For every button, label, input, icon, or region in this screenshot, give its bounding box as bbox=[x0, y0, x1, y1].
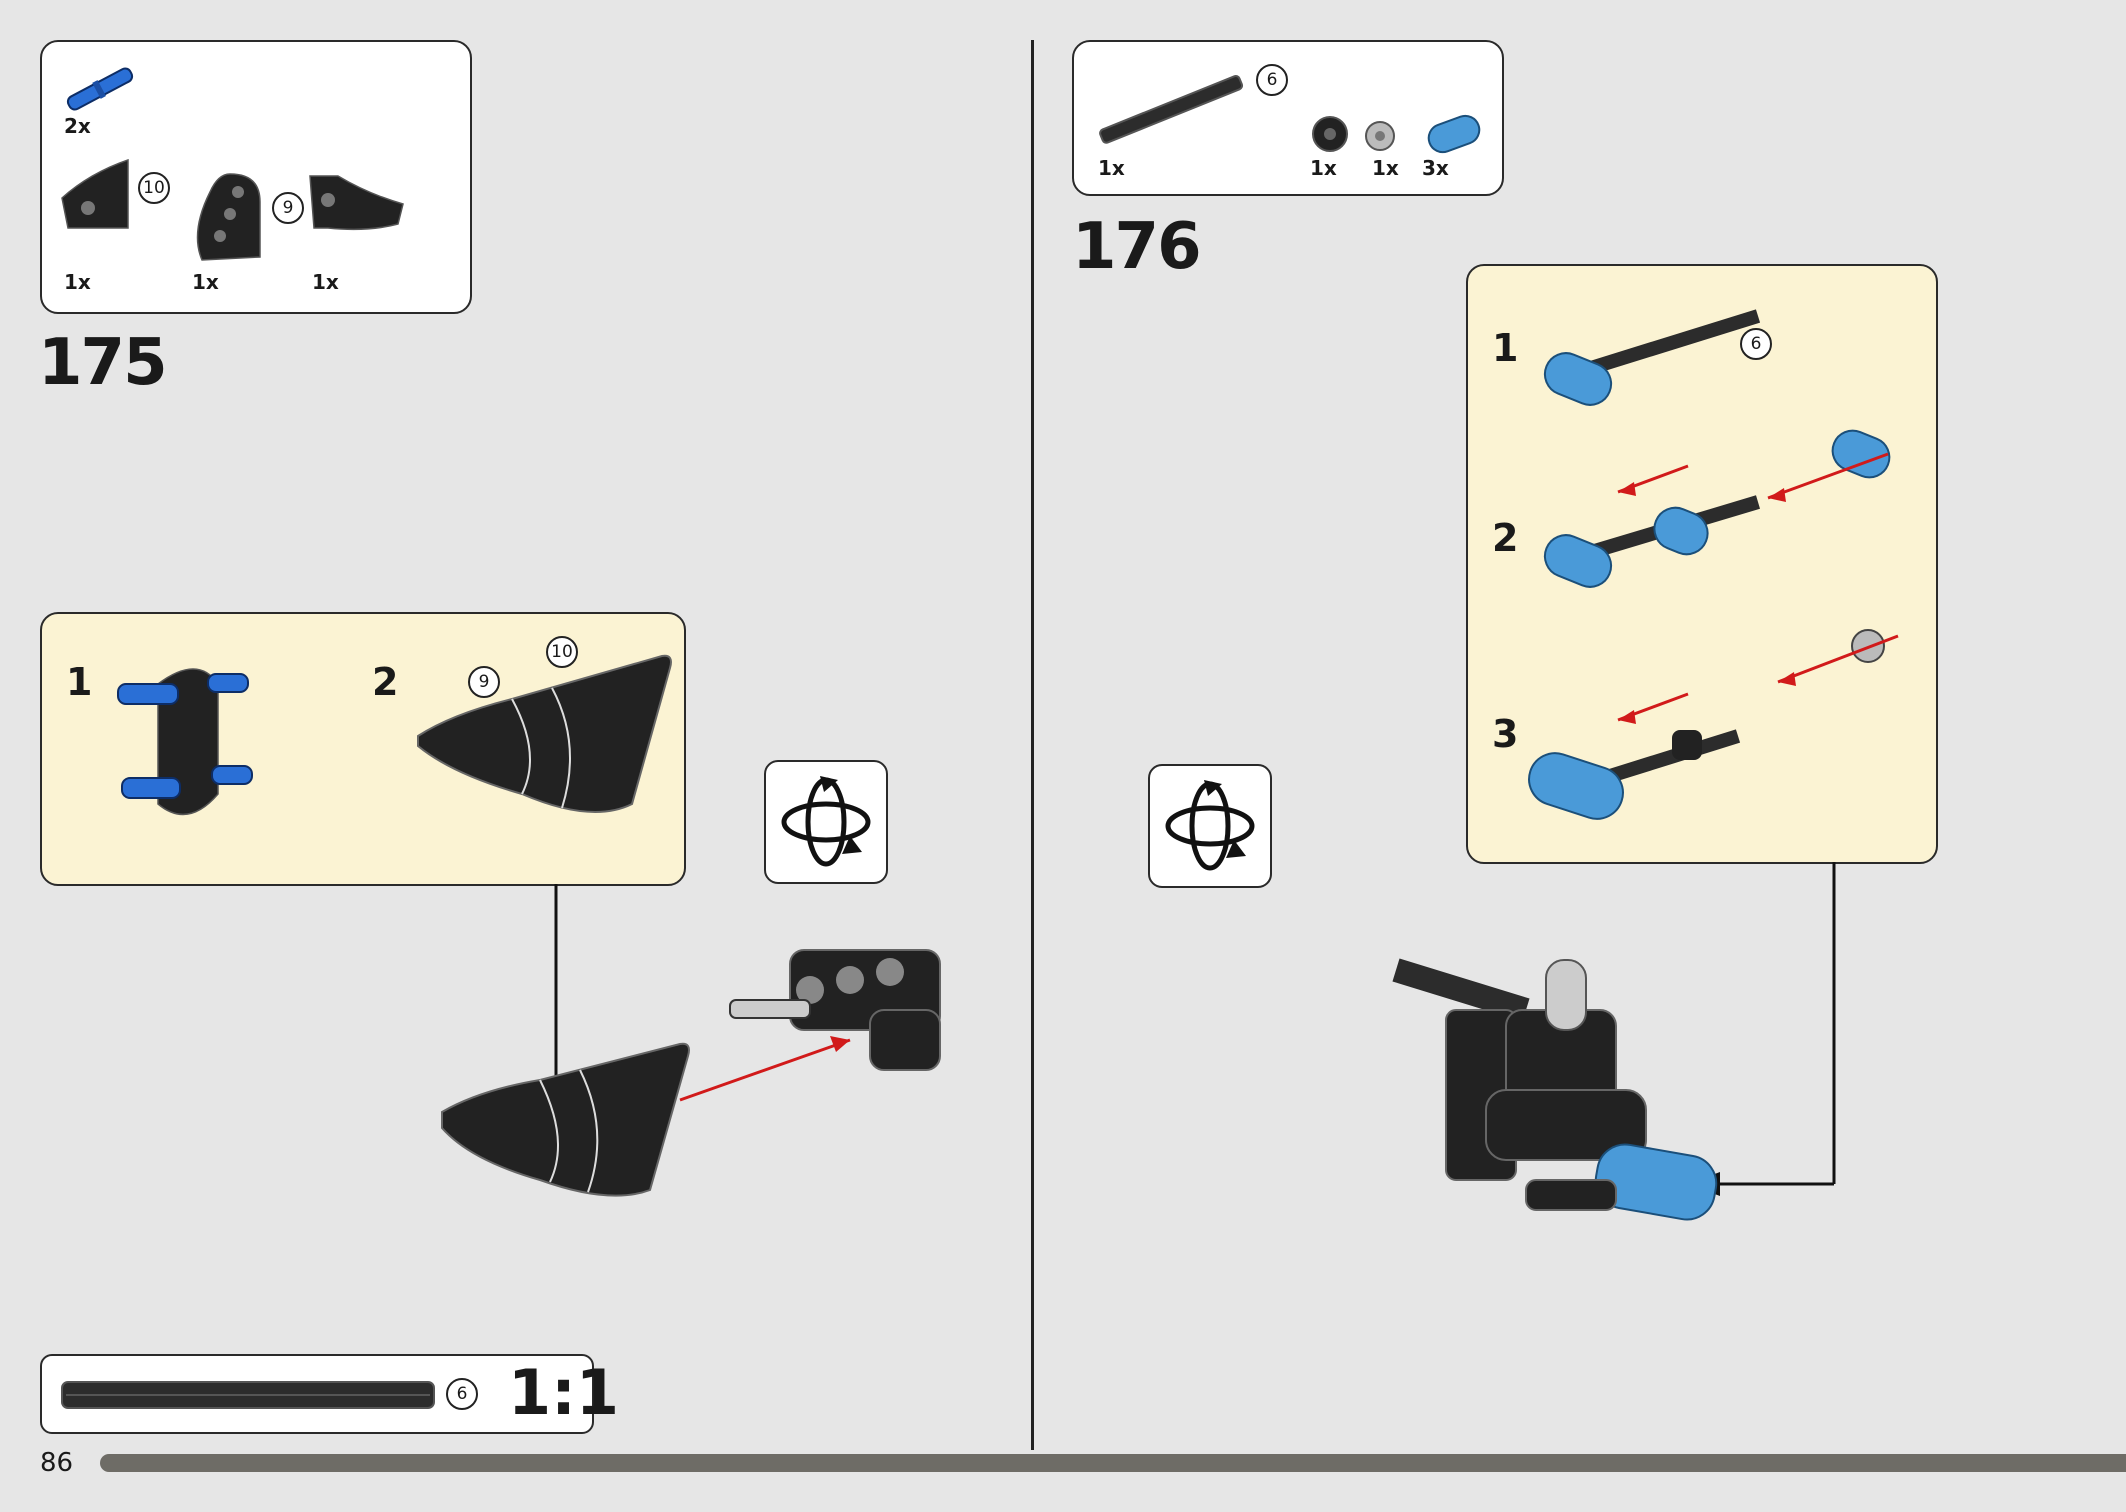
connector-block-icon bbox=[196, 173, 261, 261]
qty-pin: 2x bbox=[64, 114, 91, 138]
qty-axle-6: 1x bbox=[1098, 156, 1125, 180]
substep-1-art bbox=[1543, 309, 1761, 406]
callout-6-parts: 6 bbox=[1256, 64, 1288, 96]
model-assembly-176 bbox=[1392, 958, 1718, 1221]
rotate-model-175 bbox=[764, 760, 888, 884]
substep-175-1: 1 bbox=[66, 660, 93, 704]
parts-list-176: 6 1x 1x 1x 3x bbox=[1072, 40, 1504, 196]
subassembly-176: 1 6 2 3 bbox=[1466, 264, 1938, 864]
substep-3-art bbox=[1528, 629, 1899, 820]
blue-pin-icon bbox=[66, 67, 134, 111]
substep-175-2: 2 bbox=[372, 660, 399, 704]
bush-black-icon bbox=[1312, 116, 1348, 152]
qty-bush-grey: 1x bbox=[1372, 156, 1399, 180]
scale-reference: 6 1:1 bbox=[40, 1354, 619, 1434]
panel-10-icon bbox=[61, 158, 129, 229]
substep-2-art bbox=[1543, 429, 1891, 588]
qty-beam-blue: 3x bbox=[1422, 156, 1449, 180]
substep-176-2: 2 bbox=[1492, 516, 1519, 560]
qty-bush-black: 1x bbox=[1310, 156, 1337, 180]
parts-list-175: 2x 10 1x 1x 9 1x bbox=[40, 40, 472, 314]
beam-blue-icon bbox=[1427, 114, 1481, 154]
callout-9-sub: 9 bbox=[468, 666, 500, 698]
substep-176-3: 3 bbox=[1492, 712, 1519, 756]
step-number-175: 175 bbox=[38, 326, 168, 400]
callout-6-scale: 6 bbox=[446, 1378, 478, 1410]
rotate-model-icon bbox=[781, 776, 871, 867]
axle-6-icon bbox=[1099, 74, 1244, 144]
pin-connector-assembly bbox=[117, 668, 253, 816]
step-number-176: 176 bbox=[1072, 210, 1202, 284]
callout-9: 9 bbox=[272, 192, 304, 224]
axle-6-scale-icon bbox=[61, 1381, 435, 1409]
rotate-model-176 bbox=[1148, 764, 1272, 888]
bush-grey-icon bbox=[1365, 121, 1395, 151]
progress-bar bbox=[100, 1454, 2126, 1472]
scale-label: 1:1 bbox=[508, 1356, 620, 1429]
fairing-subassembly bbox=[417, 654, 672, 813]
qty-connector-block: 1x bbox=[192, 270, 219, 294]
page-divider bbox=[1031, 40, 1034, 1450]
rotate-model-icon bbox=[1165, 780, 1255, 871]
model-assembly-175 bbox=[441, 949, 941, 1197]
substep-176-1: 1 bbox=[1492, 326, 1519, 370]
qty-panel-10: 1x bbox=[64, 270, 91, 294]
panel-9-icon bbox=[309, 175, 404, 231]
subassembly-175: 1 2 9 10 bbox=[40, 612, 686, 886]
callout-6-sub: 6 bbox=[1740, 328, 1772, 360]
qty-panel-9: 1x bbox=[312, 270, 339, 294]
page-number: 86 bbox=[40, 1448, 74, 1478]
callout-10-sub: 10 bbox=[546, 636, 578, 668]
callout-10: 10 bbox=[138, 172, 170, 204]
